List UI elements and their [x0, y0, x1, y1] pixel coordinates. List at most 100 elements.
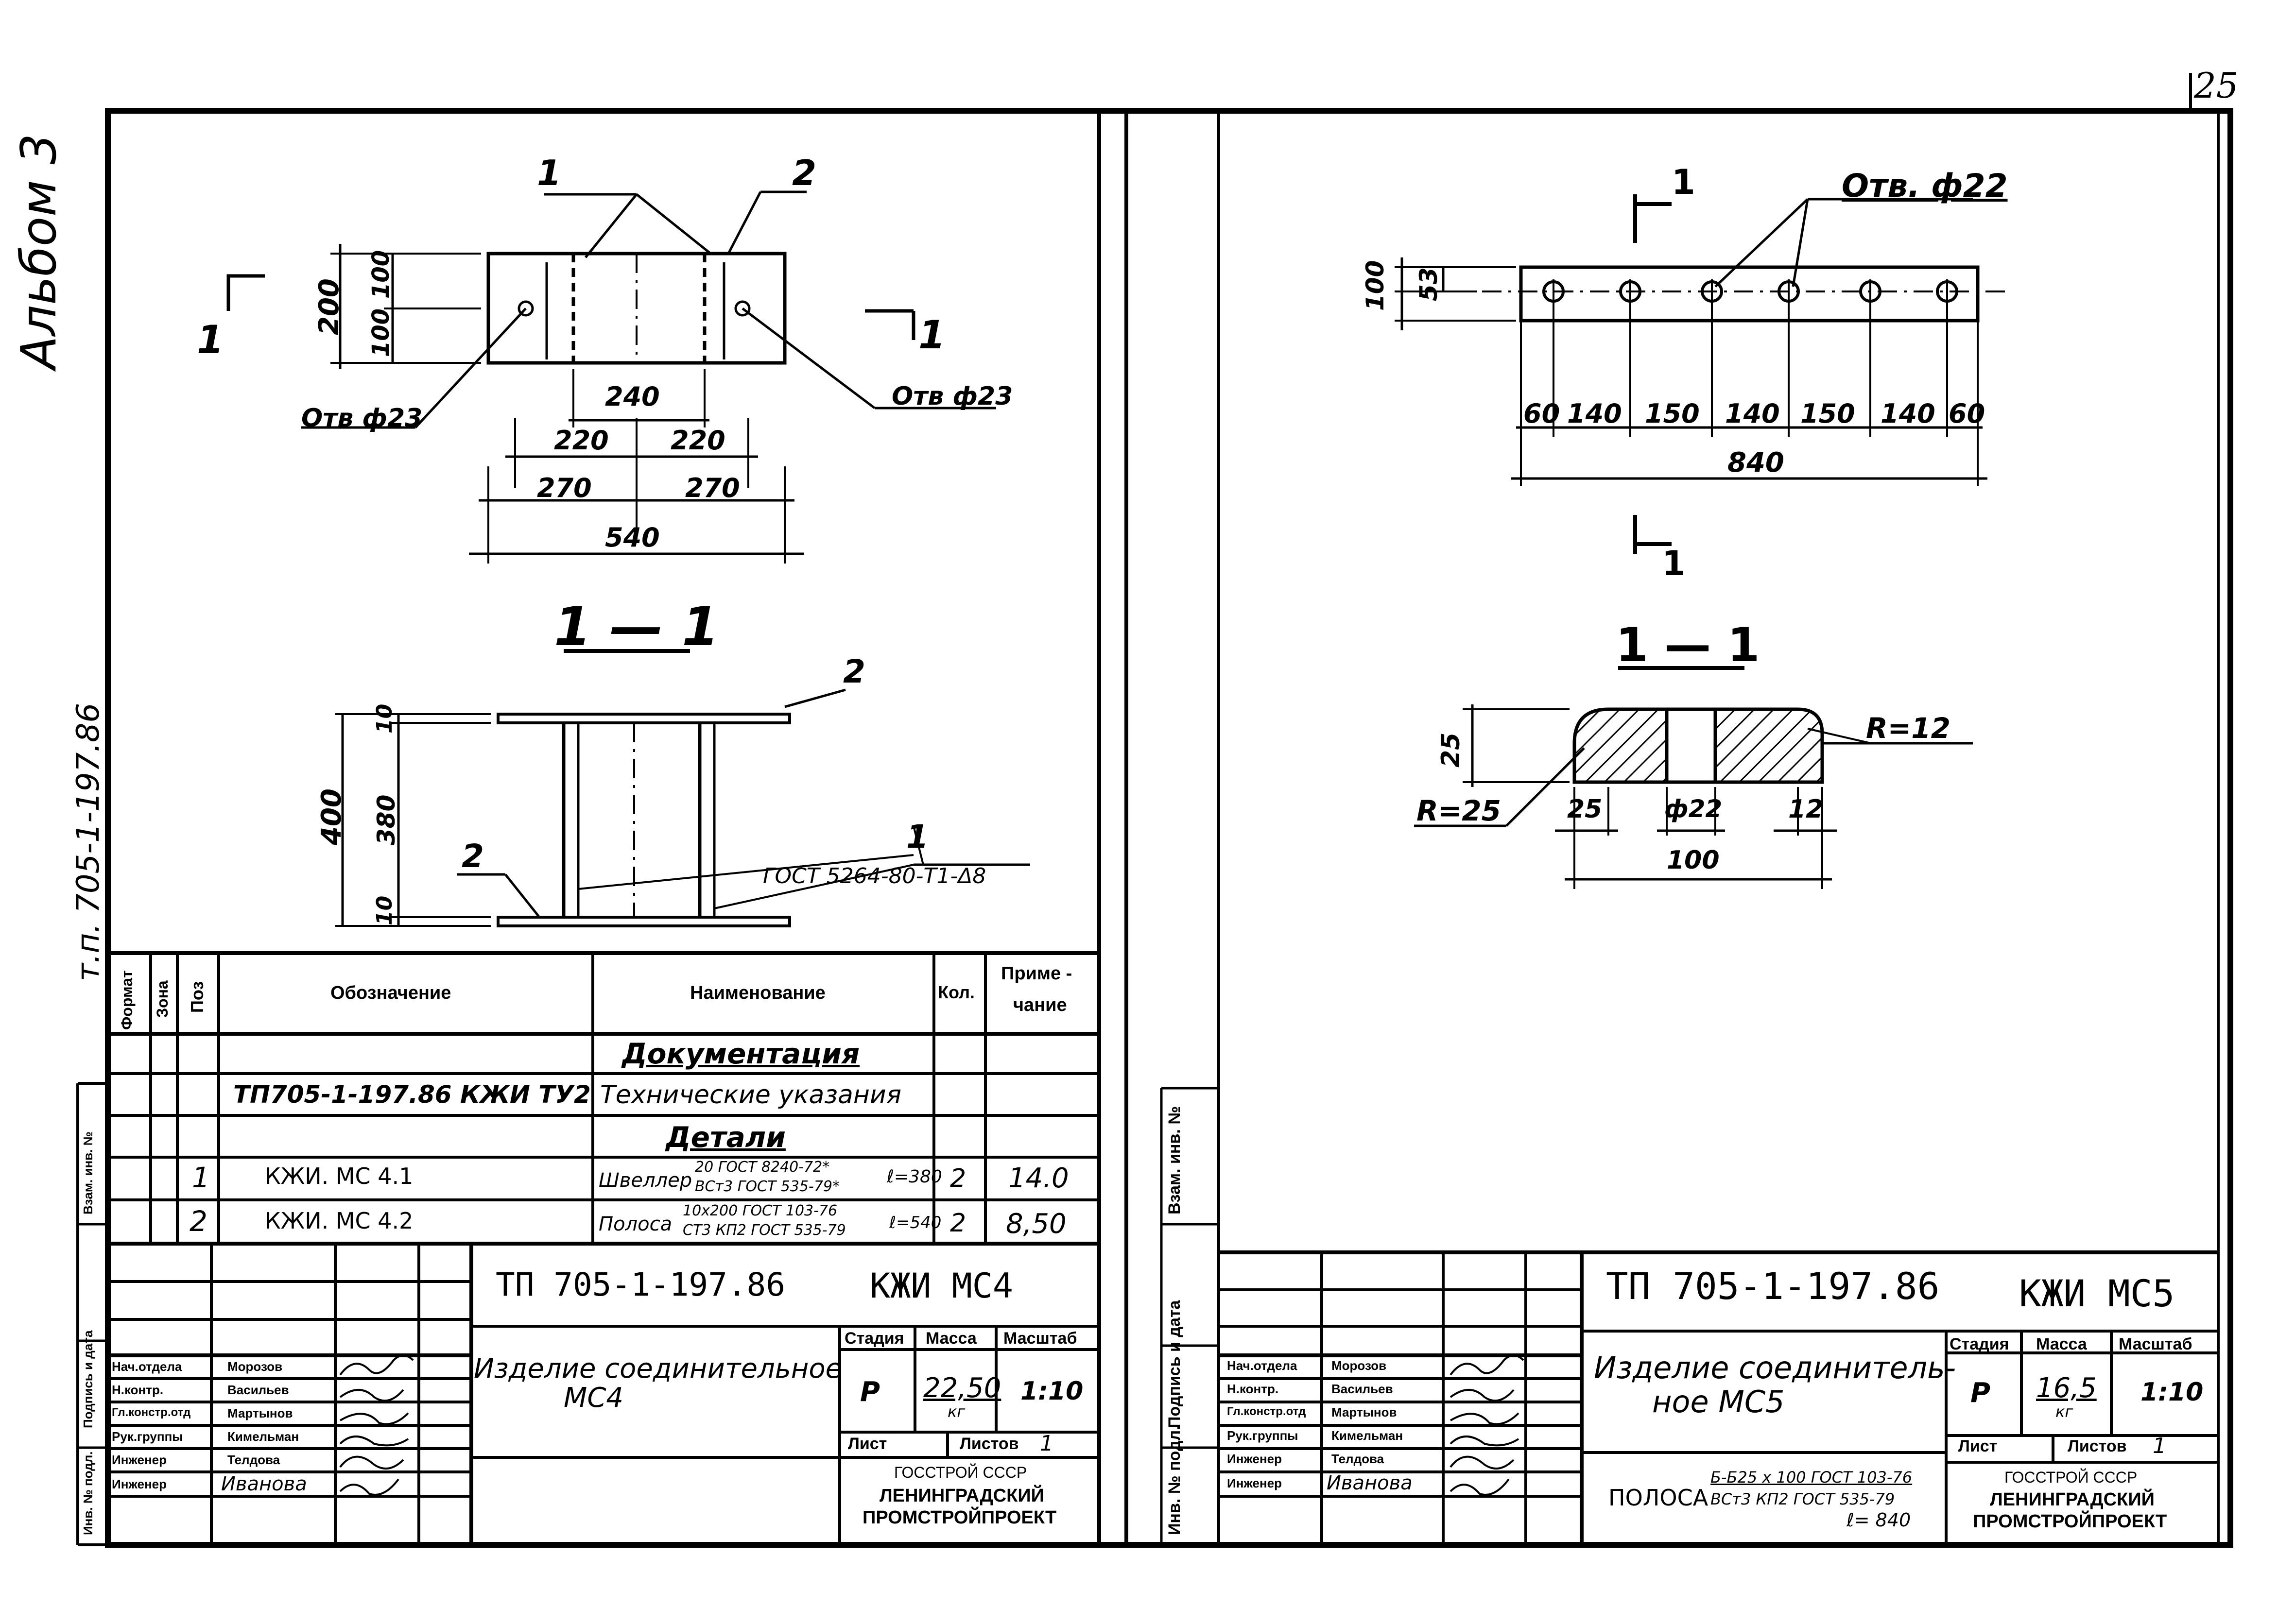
right-section-title: 1 — 1: [1616, 618, 1760, 672]
left-dim-270a: 270: [537, 473, 592, 503]
left-stamp-org-2: ЛЕНИНГРАДСКИЙ: [880, 1486, 1044, 1506]
left-section-gost: ГОСТ 5264-80-Т1-Δ8: [763, 864, 986, 889]
right-stamp-org-3: ПРОМСТРОЙПРОЕКТ: [1973, 1511, 2167, 1532]
right-stamp-title-2: ное МС5: [1652, 1384, 1785, 1419]
right-stamp-title-1: Изделие соединитель-: [1594, 1350, 1956, 1385]
left-stamp-sheets-label: Листов: [960, 1435, 1019, 1453]
spec-row-2-length: ℓ=540: [889, 1213, 942, 1232]
right-spacing-6: 140: [1881, 398, 1935, 429]
left-stamp-name-3: Мартынов: [227, 1406, 293, 1420]
spec-row-1-name-top: 20 ГОСТ 8240-72*: [695, 1159, 830, 1176]
left-section-mark-right: 1: [918, 312, 946, 358]
left-section-mark-left: 1: [197, 317, 224, 362]
left-stamp-role-1: Нач.отдела: [112, 1359, 182, 1374]
left-stamp-mass-unit: кг: [948, 1402, 966, 1421]
spec-header-name: Наименование: [690, 983, 826, 1003]
left-section-title: 1 — 1: [554, 596, 719, 658]
left-stamp-title-2: МС4: [564, 1382, 624, 1414]
right-stamp-name-4: Кимельман: [1331, 1428, 1403, 1443]
spec-row-1-name: Швеллер: [599, 1169, 692, 1192]
right-stamp-name-3: Мартынов: [1331, 1405, 1397, 1419]
right-stamp-name-2: Васильев: [1331, 1382, 1393, 1396]
left-hole-label-right: Отв ф23: [892, 382, 1013, 411]
right-stamp-role-1: Нач.отдела: [1227, 1358, 1297, 1373]
right-stamp-sheets: 1: [2153, 1434, 2166, 1458]
right-stamp-org-1: ГОССТРОЙ СССР: [2004, 1469, 2138, 1486]
spec-header-note-2: чание: [1013, 995, 1067, 1015]
spec-row-2-pos: 2: [190, 1205, 207, 1238]
spec-header-qty: Кол.: [938, 982, 975, 1002]
left-stamp-scale-label: Масштаб: [1003, 1329, 1077, 1348]
left-stamp-role-3: Гл.констр.отд: [112, 1406, 191, 1419]
right-hole-label: Отв. ф22: [1842, 167, 2008, 205]
right-dim-840: 840: [1727, 447, 1784, 479]
right-stamp-name-5: Телдова: [1331, 1452, 1384, 1466]
left-stamp-role-5: Инженер: [112, 1453, 167, 1467]
left-stamp-sheets: 1: [1040, 1431, 1053, 1456]
right-section-r12: R=12: [1866, 712, 1950, 745]
left-dim-220b: 220: [671, 425, 725, 456]
left-stamp-role-2: Н.контр.: [112, 1383, 164, 1397]
left-stamp-role-6: Инженер: [112, 1477, 167, 1491]
left-section-callout-2-top: 2: [843, 653, 865, 690]
left-dim-540: 540: [605, 522, 660, 553]
left-dim-220a: 220: [554, 425, 609, 456]
right-section-mark-bottom: 1: [1662, 544, 1686, 583]
right-spacing-3: 150: [1645, 398, 1700, 429]
left-stamp-code: ТП 705-1-197.86: [496, 1266, 786, 1303]
right-stamp-sheets-label: Листов: [2068, 1437, 2127, 1455]
right-stamp-code: ТП 705-1-197.86: [1606, 1265, 1940, 1308]
right-stamp-material-top: Б-Б25 x 100 ГОСТ 103-76: [1710, 1468, 1913, 1487]
right-stamp-name-1: Морозов: [1331, 1358, 1387, 1373]
right-section-dim-12: 12: [1788, 795, 1824, 824]
spec-row-1-note: 14.0: [1008, 1162, 1069, 1194]
left-callout-1: 1: [537, 153, 562, 193]
left-stamp-mass: 22,50: [923, 1372, 1001, 1404]
right-stamp-role-5: Инженер: [1227, 1452, 1282, 1466]
spec-row-1-length: ℓ=380: [887, 1167, 942, 1187]
left-stamp-sheet-label: Лист: [848, 1435, 887, 1453]
spec-row-2-name: Полоса: [599, 1213, 673, 1235]
right-stamp-material-label: ПОЛОСА: [1608, 1485, 1708, 1511]
spec-row-1-qty: 2: [950, 1164, 966, 1193]
page-number: 25: [2194, 65, 2239, 106]
right-section-mark-top: 1: [1672, 162, 1695, 202]
right-spacing-7: 60: [1949, 398, 1985, 429]
left-dim-270b: 270: [685, 473, 740, 503]
right-stamp-name-6: Иванова: [1327, 1472, 1413, 1494]
left-stamp-title-1: Изделие соединительное: [474, 1353, 843, 1385]
left-stamp-scale: 1:10: [1020, 1377, 1084, 1406]
left-stamp-name-6: Иванова: [221, 1473, 307, 1495]
left-dim-240: 240: [605, 381, 660, 412]
right-stamp-mark: КЖИ МС5: [2019, 1272, 2175, 1315]
right-spacing-2: 140: [1567, 398, 1622, 429]
spec-row-1-pos: 1: [192, 1161, 210, 1194]
spec-row-1-name-bot: ВСт3 ГОСТ 535-79*: [695, 1178, 840, 1195]
spec-section-documentation: Документация: [622, 1037, 860, 1070]
spec-doc-name: Технические указания: [600, 1080, 901, 1110]
left-stamp-org-3: ПРОМСТРОЙПРОЕКТ: [863, 1507, 1057, 1528]
right-stamp-role-6: Инженер: [1227, 1476, 1282, 1490]
left-stamp-stage-label: Стадия: [845, 1329, 904, 1348]
left-stamp-mass-label: Масса: [926, 1329, 977, 1348]
right-stamp-mass: 16,5: [2036, 1372, 2097, 1404]
right-spacing-4: 140: [1725, 398, 1780, 429]
left-hole-label-left: Отв ф23: [301, 404, 423, 433]
left-stamp-mark: КЖИ МС4: [870, 1266, 1014, 1306]
left-stamp-name-4: Кимельман: [227, 1429, 299, 1444]
spec-doc-designation: ТП705-1-197.86 КЖИ ТУ2: [233, 1080, 591, 1109]
right-stamp-role-4: Рук.группы: [1227, 1428, 1298, 1443]
spec-row-2-note: 8,50: [1006, 1208, 1067, 1240]
right-stamp-sheet-label: Лист: [1958, 1437, 1998, 1455]
right-stamp-role-2: Н.контр.: [1227, 1382, 1279, 1396]
right-spacing-1: 60: [1523, 398, 1560, 429]
right-stamp-role-3: Гл.констр.отд: [1227, 1405, 1306, 1418]
right-spacing-5: 150: [1800, 398, 1855, 429]
spec-row-2-name-top: 10x200 ГОСТ 103-76: [683, 1202, 838, 1219]
right-stamp-scale: 1:10: [2140, 1378, 2204, 1407]
spec-row-2-designation: КЖИ. МС 4.2: [265, 1208, 414, 1234]
right-section-dim-100: 100: [1667, 846, 1720, 875]
right-stamp-scale-label: Масштаб: [2119, 1335, 2192, 1353]
